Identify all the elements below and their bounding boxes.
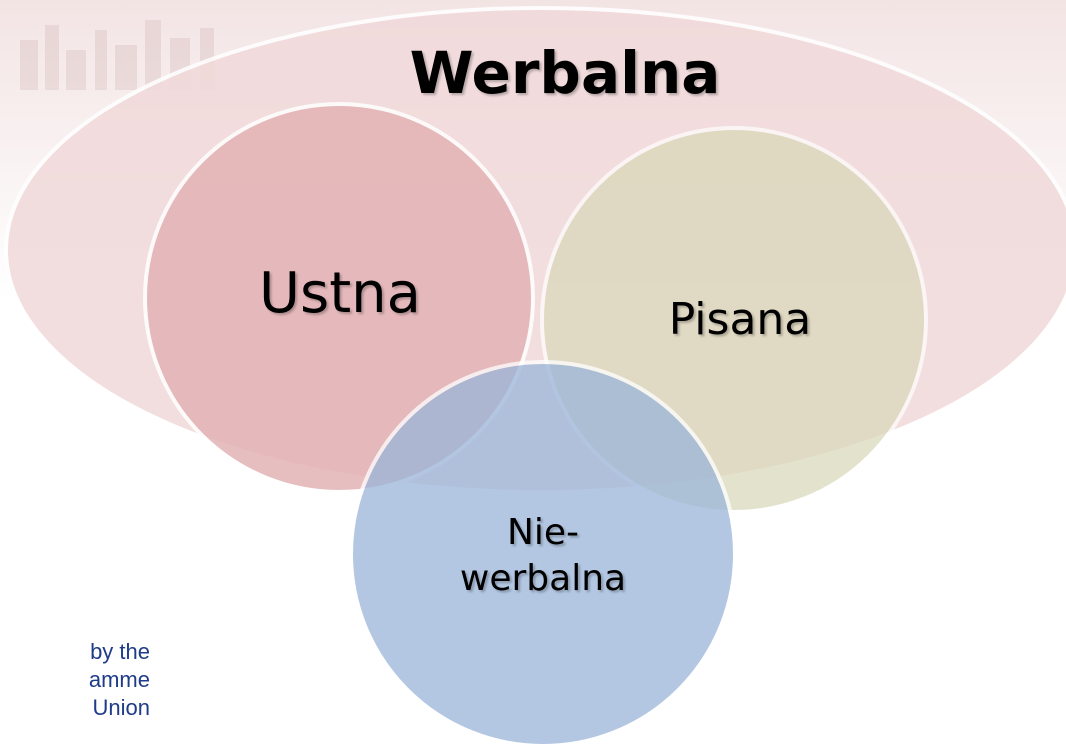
nonverbal-label-line1: Nie- [506, 512, 580, 553]
diagram-title: Werbalna [409, 39, 721, 107]
nonverbal-label: Nie- werbalna [393, 510, 693, 602]
written-label: Pisana [668, 294, 812, 345]
funding-footer-text: by the amme Union [0, 638, 150, 722]
footer-line-3: Union [92, 695, 150, 720]
skyline-decoration [20, 20, 214, 90]
footer-line-1: by the [90, 639, 150, 664]
nonverbal-circle [349, 360, 737, 748]
footer-line-2: amme [88, 667, 150, 692]
nonverbal-label-line2: werbalna [459, 558, 627, 599]
oral-label: Ustna [259, 261, 421, 326]
